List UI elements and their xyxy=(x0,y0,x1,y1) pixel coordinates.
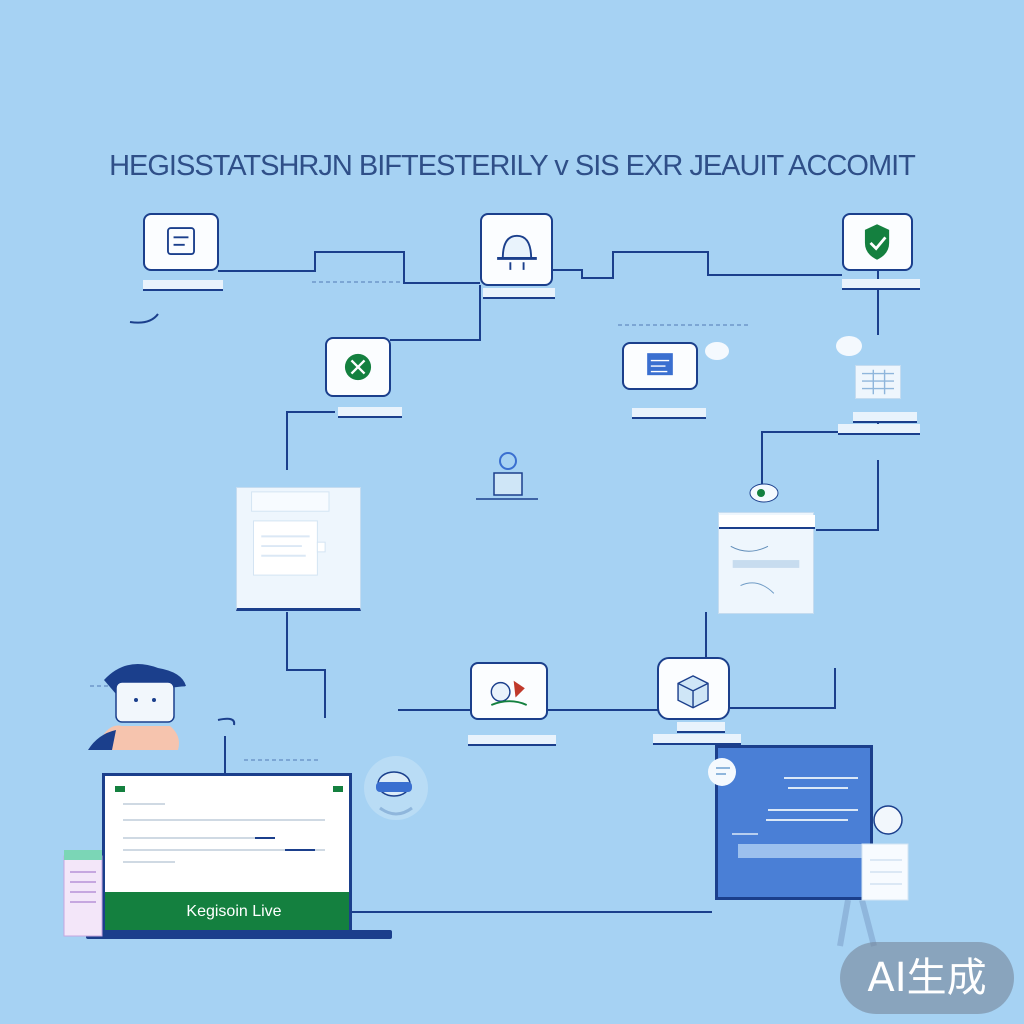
connector-avatar xyxy=(217,717,236,726)
node-shield[interactable] xyxy=(842,213,913,271)
monitor-screen xyxy=(715,745,873,900)
diagram-title: HEGISSTATSHRJN BIFTESTERILY v SIS EXR JE… xyxy=(109,150,916,182)
profile-card-icon xyxy=(730,545,800,594)
person-laptop-icon xyxy=(476,452,538,500)
chat-bubble-icon xyxy=(708,758,736,786)
table-icon xyxy=(862,369,894,395)
ai-generated-badge: AI生成 xyxy=(840,942,1014,1014)
node-box-caption-1 xyxy=(677,722,725,733)
gallery-icon xyxy=(490,680,528,706)
box-icon xyxy=(677,675,709,709)
monitor-stand xyxy=(837,900,877,947)
node-table-caption-2 xyxy=(838,424,920,435)
user-avatar xyxy=(88,664,186,750)
connector-left-down xyxy=(286,612,326,718)
node-verify[interactable] xyxy=(325,337,391,397)
node-document-caption xyxy=(143,280,223,291)
window-icon xyxy=(251,491,330,576)
document-icon xyxy=(167,227,195,256)
speech-bubble-center xyxy=(705,342,729,360)
monitor-content xyxy=(732,777,862,858)
node-profile[interactable] xyxy=(718,512,815,614)
connector-doc-down xyxy=(286,411,335,470)
laptop-screen: Kegisoin Live xyxy=(102,773,352,933)
connector-right-side xyxy=(816,460,879,531)
form-icon xyxy=(647,353,673,376)
node-document[interactable] xyxy=(143,213,219,271)
connector-top-2 xyxy=(553,251,842,279)
node-shield-caption xyxy=(842,279,920,290)
node-table-caption-1 xyxy=(853,412,917,423)
node-verify-caption xyxy=(338,407,402,418)
node-form[interactable] xyxy=(622,342,698,390)
assistant-figure xyxy=(861,805,909,901)
speech-bubble-right xyxy=(836,336,862,356)
connector-mid-left xyxy=(390,285,481,341)
node-panel-left[interactable] xyxy=(236,487,361,611)
node-gallery-caption xyxy=(468,735,556,746)
node-table[interactable] xyxy=(855,365,901,399)
check-circle-icon xyxy=(344,353,372,381)
node-form-caption xyxy=(632,408,706,419)
node-gallery[interactable] xyxy=(470,662,548,720)
connector-right-mid xyxy=(761,415,879,495)
register-live-button[interactable]: Kegisoin Live xyxy=(139,898,329,924)
laptop-green-band: Kegisoin Live xyxy=(105,892,349,930)
laptop-base xyxy=(86,930,392,939)
node-profile-header xyxy=(719,515,815,529)
node-box[interactable] xyxy=(657,657,730,720)
connector-left-stub xyxy=(129,313,159,324)
support-agent-icon xyxy=(364,756,428,820)
document-stack-icon xyxy=(63,850,103,937)
node-box-caption-2 xyxy=(653,734,741,745)
node-helmet[interactable] xyxy=(480,213,553,286)
laptop-content xyxy=(115,786,343,863)
shield-icon xyxy=(864,224,890,260)
helmet-icon xyxy=(497,234,537,270)
small-green-icon xyxy=(749,483,779,503)
connector-box-right xyxy=(730,668,836,709)
connector-top-1 xyxy=(218,251,480,284)
node-helmet-caption xyxy=(483,288,555,299)
